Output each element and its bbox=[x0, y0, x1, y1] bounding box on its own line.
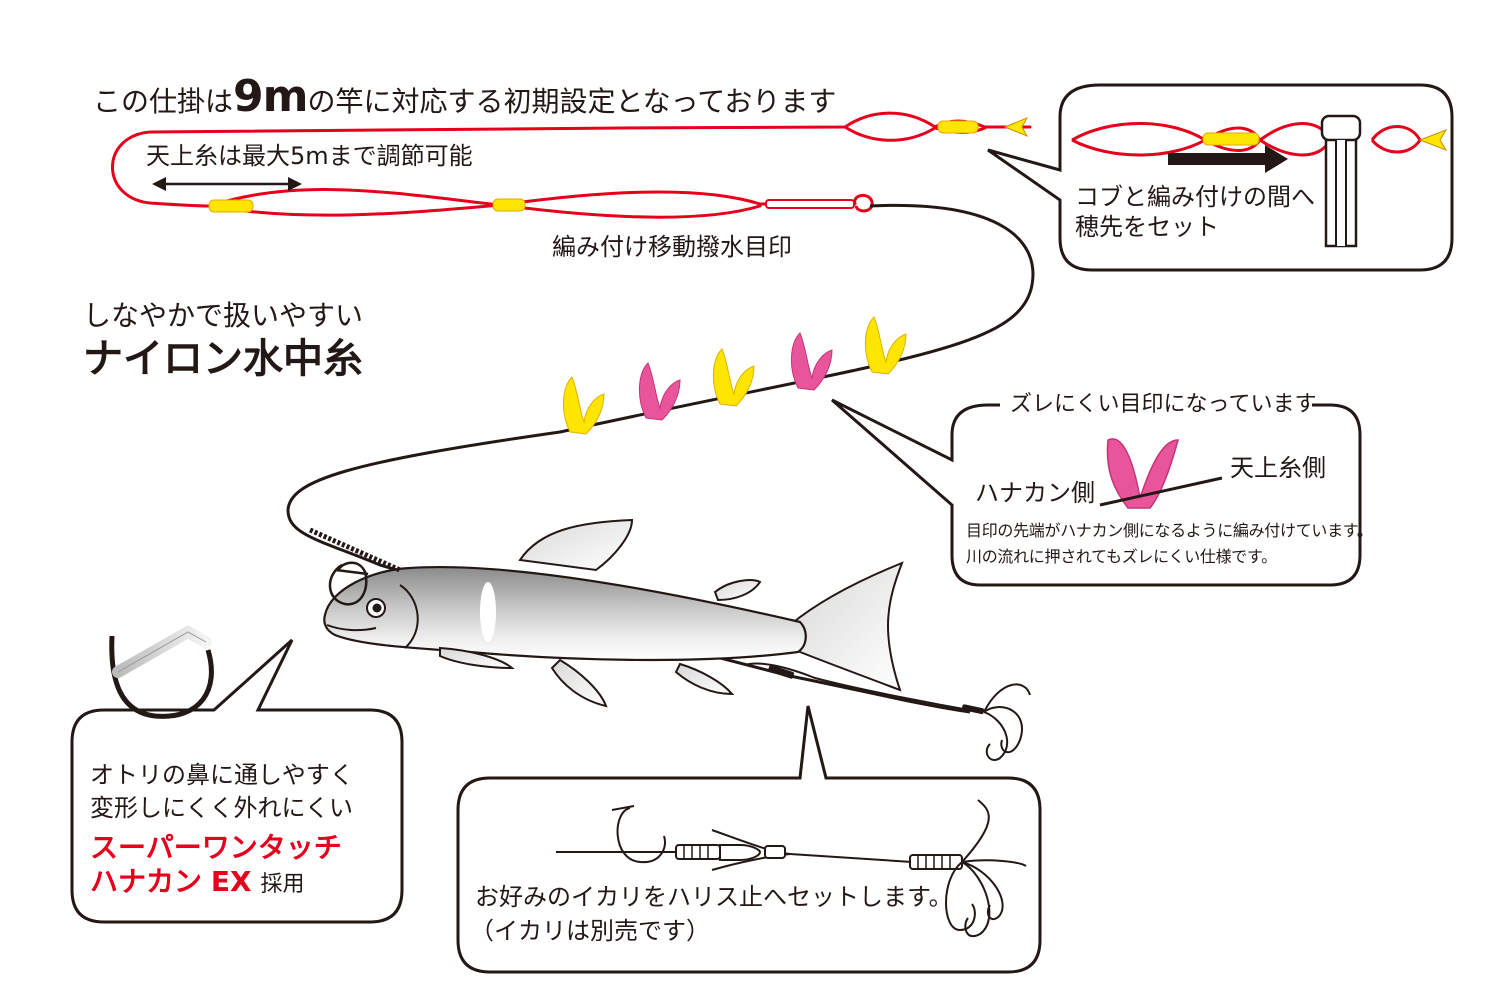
underwater-line-title: ナイロン水中糸 bbox=[83, 336, 363, 382]
headline-prefix: この仕掛は bbox=[93, 85, 234, 118]
nylon-line bbox=[286, 203, 1035, 714]
callout-marker-line1: 目印の先端がハナカン側になるように編み付けています。 bbox=[966, 521, 1373, 540]
callout-marker-left-label: ハナカン側 bbox=[975, 479, 1095, 507]
braided-knots-upper bbox=[208, 120, 979, 213]
upper-line-adjust-note: 天上糸は最大5mまで調節可能 bbox=[146, 142, 473, 170]
callout-hanakan-product2-main: ハナカン bbox=[90, 865, 203, 898]
hook-knot bbox=[961, 704, 984, 715]
fish-mouth bbox=[326, 624, 377, 632]
line-tip-yellow-upper bbox=[1003, 116, 1029, 138]
callout-marker-line2: 川の流れに押されてもズレにくい仕様です。 bbox=[966, 547, 1277, 566]
fish-illustration bbox=[323, 518, 904, 708]
dorsal-fin bbox=[518, 518, 634, 572]
hanakan-product-icon bbox=[109, 625, 214, 719]
callout-hook-line1: お好みのイカリをハリス止へセットします。 bbox=[475, 883, 953, 911]
callout-hanakan-bubble bbox=[70, 638, 404, 924]
pelvic-fin bbox=[550, 658, 608, 708]
callout-hook-bubble bbox=[456, 705, 1042, 974]
callout-tip-line1: コブと編み付けの間へ bbox=[1075, 183, 1315, 211]
marker-yellow-1 bbox=[563, 376, 605, 435]
marker-yellow-3 bbox=[865, 316, 907, 375]
marker-yellow-2 bbox=[713, 348, 755, 407]
tail-fin bbox=[788, 561, 904, 692]
callout-hanakan-line2: 変形しにくく外れにくい bbox=[90, 794, 354, 822]
callout-marker-bubble bbox=[831, 392, 1362, 587]
connector-knot bbox=[853, 194, 874, 213]
callout-hook-line2: （イカリは別売です） bbox=[470, 917, 710, 945]
braided-knot-hanakan bbox=[308, 527, 402, 573]
marker-pink-2 bbox=[791, 332, 833, 391]
fish-highlight bbox=[480, 582, 496, 642]
callout-hanakan-product1: スーパーワンタッチ bbox=[90, 831, 342, 864]
callout-hanakan-product2-ex: EX bbox=[210, 865, 252, 898]
underwater-line-subtitle: しなやかで扱いやすい bbox=[83, 299, 364, 332]
treble-hook bbox=[983, 683, 1031, 761]
hook-leader bbox=[744, 662, 981, 713]
anal-fin bbox=[674, 662, 735, 696]
callout-hanakan-line1: オトリの鼻に通しやすく bbox=[90, 761, 354, 789]
adipose-fin bbox=[713, 579, 762, 602]
upper-line-marker-note: 編み付け移動撥水目印 bbox=[552, 233, 792, 261]
callout-marker-right-label: 天上糸側 bbox=[1230, 454, 1326, 482]
headline-rod-length: 9m bbox=[233, 71, 308, 122]
callout-tip-line2: 穂先をセット bbox=[1075, 213, 1219, 241]
marker-feathers bbox=[563, 316, 907, 435]
adjust-range-arrow bbox=[152, 177, 302, 191]
headline: この仕掛は9mの竿に対応する初期設定となっております bbox=[93, 71, 837, 123]
headline-suffix: の竿に対応する初期設定となっております bbox=[307, 85, 837, 118]
harisu-dome-knot bbox=[768, 665, 795, 679]
fish-body bbox=[323, 565, 807, 662]
callout-hanakan-product2: ハナカン EX 採用 bbox=[90, 865, 305, 898]
callout-marker-header: ズレにくい目印になっています bbox=[1010, 392, 1317, 417]
marker-pink-1 bbox=[639, 362, 681, 421]
gill-cover bbox=[399, 584, 419, 649]
hanakan-ring bbox=[328, 561, 369, 606]
pectoral-fin bbox=[439, 646, 515, 670]
connector-sleeve bbox=[765, 199, 855, 209]
callout-tip-bubble bbox=[987, 83, 1454, 272]
callout-hanakan-product2-suffix: 採用 bbox=[260, 872, 305, 897]
